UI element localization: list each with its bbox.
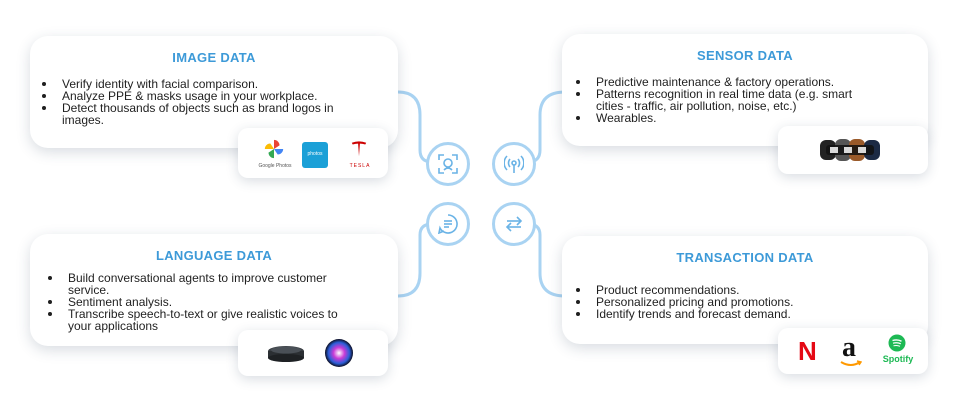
bullet-item: Analyze PPE & masks usage in your workpl… xyxy=(40,90,390,102)
image-data-bullets: Verify identity with facial comparison. … xyxy=(40,78,390,126)
language-data-title: LANGUAGE DATA xyxy=(155,248,273,263)
amazon-photos-logo: photos xyxy=(302,142,328,168)
transaction-logos-box: N a Spotify xyxy=(778,328,928,374)
bullet-item: Wearables. xyxy=(574,112,924,124)
image-logos-box: Google Photos photos TESLA xyxy=(238,128,388,178)
amazon-photos-label: photos xyxy=(307,151,323,157)
smart-speaker-image xyxy=(268,346,304,362)
sensor-data-title: SENSOR DATA xyxy=(697,48,793,63)
amazon-logo: a xyxy=(842,332,856,363)
bullet-continuation: your applications xyxy=(68,319,159,333)
transaction-data-title: TRANSACTION DATA xyxy=(676,250,814,265)
bullet-item: Build conversational agents to improve c… xyxy=(46,272,396,284)
bullet-item: Transcribe speech-to-text or give realis… xyxy=(46,308,396,320)
bullet-continuation: service. xyxy=(68,283,110,297)
transaction-data-card: TRANSACTION DATA Product recommendations… xyxy=(562,236,928,344)
language-data-bullets: Build conversational agents to improve c… xyxy=(46,272,396,332)
language-data-card: LANGUAGE DATA Build conversational agent… xyxy=(30,234,398,346)
bullet-item: Sentiment analysis. xyxy=(46,296,396,308)
sensor-data-card: SENSOR DATA Predictive maintenance & fac… xyxy=(562,34,928,146)
image-data-node xyxy=(426,142,470,186)
face-scan-icon xyxy=(438,154,458,174)
transaction-data-bullets: Product recommendations. Personalized pr… xyxy=(574,284,924,320)
bullet-continuation: cities - traffic, air pollution, noise, … xyxy=(596,99,797,113)
netflix-logo: N xyxy=(798,336,817,366)
image-data-card: IMAGE DATA Verify identity with facial c… xyxy=(30,36,398,148)
image-data-title: IMAGE DATA xyxy=(172,50,256,65)
signal-broadcast-icon xyxy=(504,155,524,173)
sensor-logos-box xyxy=(778,126,928,174)
tesla-logo xyxy=(351,141,367,157)
spotify-label: Spotify xyxy=(882,354,914,364)
bullet-item: Identify trends and forecast demand. xyxy=(574,308,924,320)
bullet-item: Personalized pricing and promotions. xyxy=(574,296,924,308)
tesla-label: TESLA xyxy=(349,163,371,169)
bullet-item: Verify identity with facial comparison. xyxy=(40,78,390,90)
bullet-continuation: images. xyxy=(62,113,105,127)
spotify-logo xyxy=(888,334,906,352)
wearable-bands-image xyxy=(820,139,880,161)
sensor-data-node xyxy=(492,142,536,186)
bullet-item: Patterns recognition in real time data (… xyxy=(574,88,924,100)
bullet-item: Product recommendations. xyxy=(574,284,924,296)
language-data-node xyxy=(426,202,470,246)
bullet-item: Predictive maintenance & factory operati… xyxy=(574,76,924,88)
exchange-arrows-icon xyxy=(505,216,523,232)
sensor-data-bullets: Predictive maintenance & factory operati… xyxy=(574,76,924,124)
google-photos-label: Google Photos xyxy=(258,163,292,169)
siri-icon xyxy=(325,339,353,367)
google-photos-logo xyxy=(264,139,284,159)
speech-lines-icon xyxy=(438,214,458,234)
amazon-smile-icon xyxy=(840,360,862,366)
language-logos-box xyxy=(238,330,388,376)
transaction-data-node xyxy=(492,202,536,246)
bullet-item: Detect thousands of objects such as bran… xyxy=(40,102,390,114)
